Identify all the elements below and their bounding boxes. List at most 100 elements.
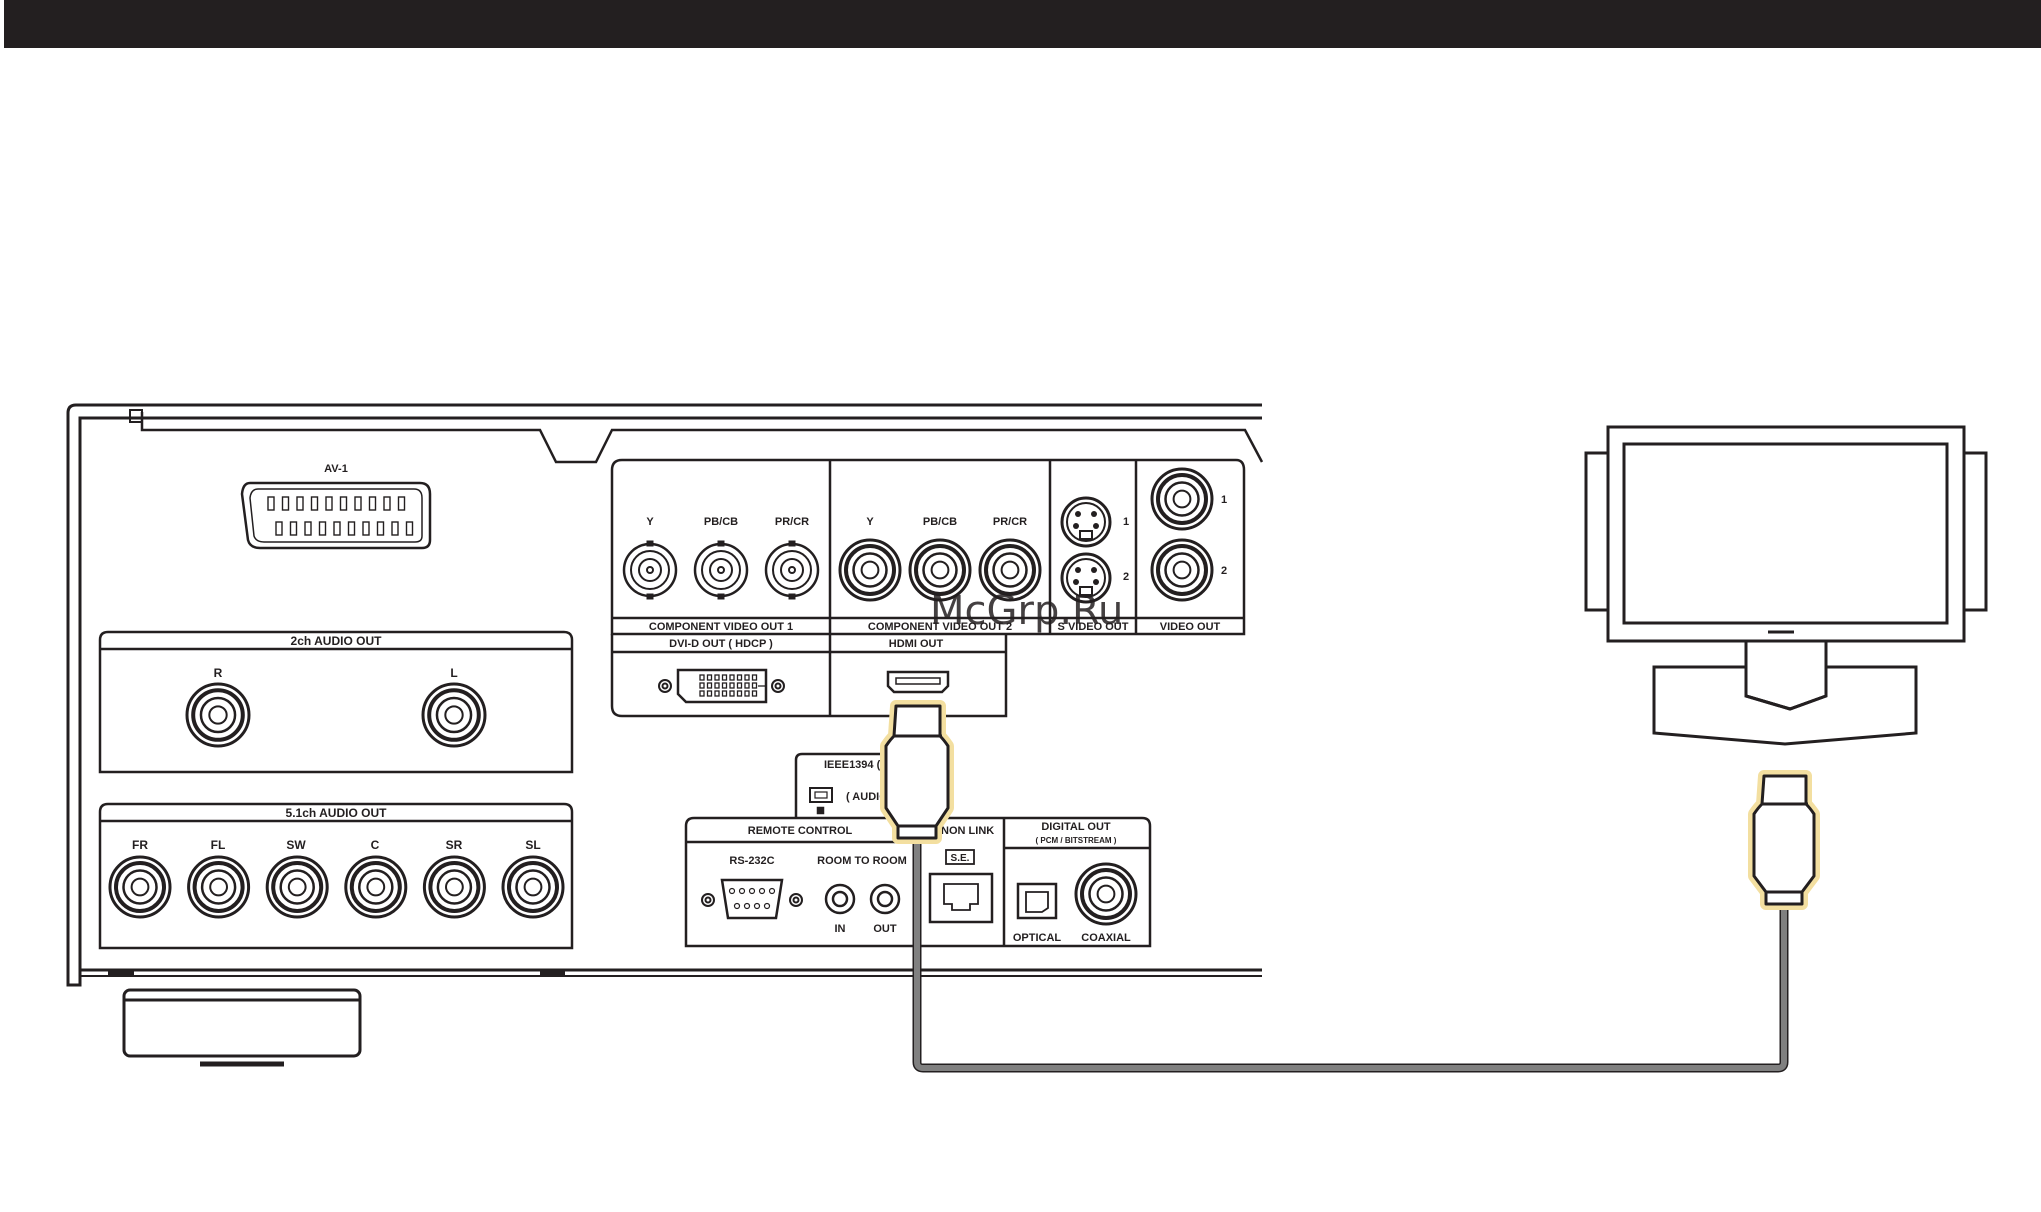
top-bar <box>4 0 2041 48</box>
denon-link-se: S.E. <box>951 853 970 864</box>
scart-pin <box>275 521 283 536</box>
ieee1394-panel <box>794 752 900 818</box>
audio-51-label-c: C <box>371 838 380 852</box>
rca-jack-51-sl <box>501 855 565 919</box>
component2-label-y: Y <box>866 516 874 528</box>
scart-pin <box>376 521 385 536</box>
television <box>1584 425 1988 746</box>
component2-jack-1 <box>838 538 902 602</box>
scart-pin <box>310 496 319 511</box>
svideo-jack-1 <box>1060 496 1112 548</box>
scart-pin <box>289 521 298 536</box>
coaxial-label: COAXIAL <box>1081 932 1131 944</box>
dvi-pin <box>714 682 720 689</box>
watermark: McGrp.Ru <box>930 588 1123 634</box>
dvi-pin <box>706 674 713 681</box>
audio-2ch-label-l: L <box>450 666 457 680</box>
rca-jack-2ch-l <box>421 682 487 748</box>
scart-pin <box>368 496 377 511</box>
dvi-pin <box>751 690 758 697</box>
component1-title: COMPONENT VIDEO OUT 1 <box>649 621 793 633</box>
video-jack-2 <box>1150 538 1214 602</box>
dvi-pin <box>744 690 750 697</box>
component2-label-pr: PR/CR <box>993 516 1027 528</box>
dvi-pin <box>744 674 750 681</box>
component2-jack-2 <box>908 538 972 602</box>
rs232-pin <box>728 887 736 895</box>
dvi-pin <box>751 682 758 689</box>
rs232-pin <box>743 902 751 910</box>
scart-connector <box>240 481 432 550</box>
rs232c-label: RS-232C <box>729 855 774 867</box>
dvi-pin <box>706 690 713 697</box>
rs232-pin <box>758 887 766 895</box>
optical-port <box>1016 882 1058 920</box>
player-rear-panel <box>66 403 1264 1067</box>
digital-out-sub: ( PCM / BITSTREAM ) <box>1036 836 1117 845</box>
room-out-label: OUT <box>873 923 897 935</box>
denon-link-title: DENON LINK <box>926 825 995 837</box>
audio-51-label-sw: SW <box>286 838 306 852</box>
room-to-room-label: ROOM TO ROOM <box>817 855 907 867</box>
ieee1394-title: IEEE1394 ( <box>824 759 881 771</box>
hdmi-plug-player <box>880 700 954 844</box>
rca-jack-51-fl <box>187 855 251 919</box>
coaxial-jack <box>1074 862 1138 926</box>
dvi-pin <box>714 674 720 681</box>
component2-title: COMPONENT VIDEO OUT 2 <box>868 621 1012 633</box>
hdmi-port <box>886 670 950 694</box>
dvi-pin <box>721 682 728 689</box>
audio-2ch-panel <box>98 630 574 774</box>
ieee1394-sub: ( AUDIO <box>846 791 888 803</box>
dvi-title: DVI-D OUT ( HDCP ) <box>669 638 773 650</box>
video-title: VIDEO OUT <box>1160 621 1221 633</box>
component2-jack-3 <box>978 538 1042 602</box>
dvi-pin <box>721 690 728 697</box>
dvi-pin <box>699 674 705 681</box>
rca-jack-51-sw <box>265 855 329 919</box>
dvi-pin <box>736 682 743 689</box>
scart-pin <box>296 496 304 511</box>
dvi-pin <box>729 682 735 689</box>
dvi-pin <box>744 682 750 689</box>
rs232-pin <box>733 902 741 910</box>
rca-jack-51-c <box>344 855 408 919</box>
audio-51-panel <box>98 802 574 950</box>
dvi-pin <box>729 690 735 697</box>
hdmi-cable <box>912 826 1789 1073</box>
dvi-connector <box>658 668 785 704</box>
component1-label-pr: PR/CR <box>775 516 809 528</box>
svideo-title: S VIDEO OUT <box>1058 621 1129 633</box>
dvi-pin <box>736 690 743 697</box>
dvi-pin <box>729 674 735 681</box>
room-in-label: IN <box>835 923 846 935</box>
rca-jack-51-fr <box>108 855 172 919</box>
scart-pin <box>318 521 327 536</box>
optical-label: OPTICAL <box>1013 932 1062 944</box>
svideo-jack-2 <box>1060 552 1112 604</box>
scart-pin <box>267 496 275 511</box>
dvi-pin <box>706 682 713 689</box>
dvi-pin <box>736 674 743 681</box>
scart-pin <box>339 496 348 511</box>
scart-pin <box>383 496 391 511</box>
video-label-1: 1 <box>1221 494 1227 506</box>
audio-51-label-fl: FL <box>211 838 226 852</box>
scart-pin <box>333 521 341 536</box>
dvi-pin <box>699 682 705 689</box>
audio-51-title: 5.1ch AUDIO OUT <box>286 806 388 820</box>
video-jack-1 <box>1150 467 1214 531</box>
scart-pin <box>304 521 312 536</box>
remote-title: REMOTE CONTROL <box>748 825 853 837</box>
svideo-label-1: 1 <box>1123 516 1129 528</box>
control-panel <box>684 816 1152 948</box>
component2-label-pb: PB/CB <box>923 516 957 528</box>
audio-2ch-title: 2ch AUDIO OUT <box>291 634 383 648</box>
scart-pin <box>362 521 370 536</box>
rs232-pin <box>738 887 746 895</box>
scart-pin <box>397 496 406 511</box>
room-to-room-jacks <box>824 883 901 915</box>
rs232-pin <box>748 887 756 895</box>
